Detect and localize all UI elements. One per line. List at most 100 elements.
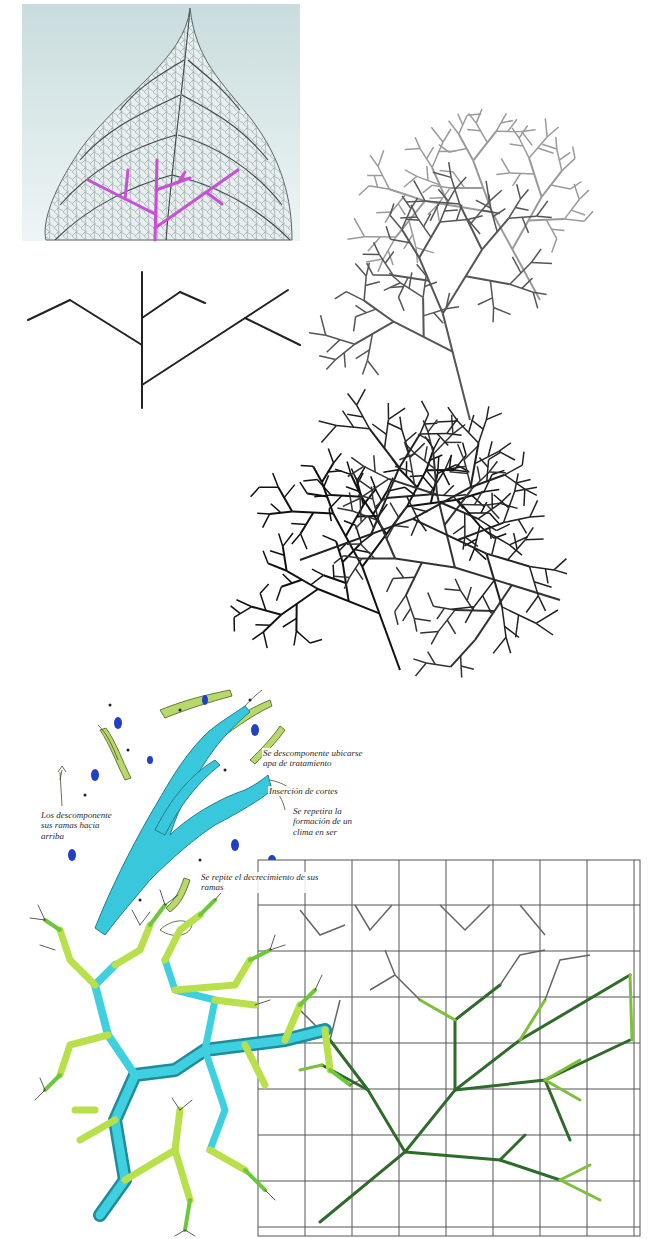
branch-line (260, 584, 269, 593)
branch-line (439, 145, 449, 153)
branch-line (513, 173, 521, 186)
branch-line (437, 608, 444, 619)
branch-line (451, 177, 460, 204)
branch-line (395, 595, 406, 612)
branch-line (359, 186, 369, 196)
branch-line (296, 631, 310, 643)
branch-line (449, 148, 467, 152)
branch-line (362, 558, 395, 560)
branch-line (525, 489, 537, 495)
branch-line (433, 434, 453, 454)
branch-line (448, 190, 454, 201)
branch-line (444, 210, 458, 211)
branch-line (409, 272, 412, 288)
handwritten-note: Los descomponente sus ramas hacia arriba (40, 810, 114, 841)
branch-line (389, 479, 437, 495)
branch-line (522, 132, 533, 146)
branch-line (466, 276, 510, 284)
branch-line (457, 205, 462, 221)
branch-line (284, 485, 295, 498)
branch-line (390, 204, 394, 216)
branch-line (371, 468, 399, 534)
branch-line (395, 612, 398, 625)
branch-line (516, 615, 519, 638)
branch-line (295, 604, 297, 631)
branch-line (400, 417, 402, 430)
branch-line (489, 526, 491, 539)
branch-line (292, 534, 301, 544)
branch-line (458, 444, 464, 460)
branch-line (346, 292, 364, 301)
branch-line (494, 308, 511, 315)
branch-line (294, 631, 296, 646)
branch-line (414, 618, 417, 631)
branch-line (347, 414, 363, 417)
branch-line (413, 487, 471, 519)
branch-line (271, 504, 281, 513)
branch-line (426, 663, 450, 667)
branch-line (367, 361, 378, 376)
branch-line (451, 640, 476, 667)
branch-line (424, 422, 437, 424)
handwritten-note: Se descomponente ubicarse apa de tratami… (262, 748, 364, 769)
branch-line (255, 624, 270, 626)
branch-line (430, 470, 446, 495)
branch-line (369, 186, 389, 190)
branch-line (443, 129, 451, 142)
branch-line (422, 297, 425, 337)
branch-line (428, 593, 434, 607)
branch-line (343, 411, 354, 428)
branch-line (344, 556, 362, 559)
grid-line (540, 860, 541, 1236)
branch-line (300, 482, 307, 493)
branch-line (499, 443, 511, 452)
branch-line (537, 201, 548, 216)
branch-line (386, 226, 390, 239)
branch-line (515, 207, 528, 210)
branch-line (252, 607, 281, 615)
branch-line (349, 492, 352, 511)
branch-line (465, 607, 474, 623)
branch-line (475, 491, 483, 505)
branch-line (571, 210, 585, 215)
grid-line (634, 860, 635, 1236)
branch-line (510, 173, 534, 174)
branch-line (449, 472, 467, 474)
branch-line (463, 537, 465, 550)
branch-line (396, 201, 425, 237)
branch-line (522, 278, 533, 288)
branch-line (310, 640, 322, 644)
branch-line (489, 190, 502, 201)
branch-line (379, 255, 393, 276)
branch-line (313, 466, 322, 482)
branch-line (452, 607, 475, 610)
branch-line (478, 519, 496, 531)
branch-line (460, 204, 482, 250)
branch-line (472, 420, 484, 429)
branch-line (430, 197, 443, 199)
branch-line (445, 442, 462, 444)
branch-line (476, 200, 491, 208)
branch-line (331, 495, 362, 497)
branch-line (360, 479, 389, 498)
branch-line (487, 460, 489, 482)
branch-line (497, 524, 510, 531)
branch-line (303, 480, 317, 482)
branch-line (426, 469, 437, 483)
branch-line (291, 524, 306, 525)
branch-line (263, 514, 270, 528)
handwritten-note: Se repetira la formación de un clima en … (292, 806, 366, 837)
branch-line (388, 403, 390, 419)
branch-line (552, 229, 565, 230)
branch-line (273, 473, 279, 487)
branch-line (564, 219, 584, 221)
branch-line (491, 208, 498, 232)
branch-line (354, 218, 365, 237)
branch-line (326, 335, 355, 344)
grid-sketch (258, 860, 640, 1236)
branch-line (354, 317, 356, 332)
branch-line (496, 173, 509, 175)
branch-line (489, 471, 506, 473)
branch-line (263, 551, 268, 564)
